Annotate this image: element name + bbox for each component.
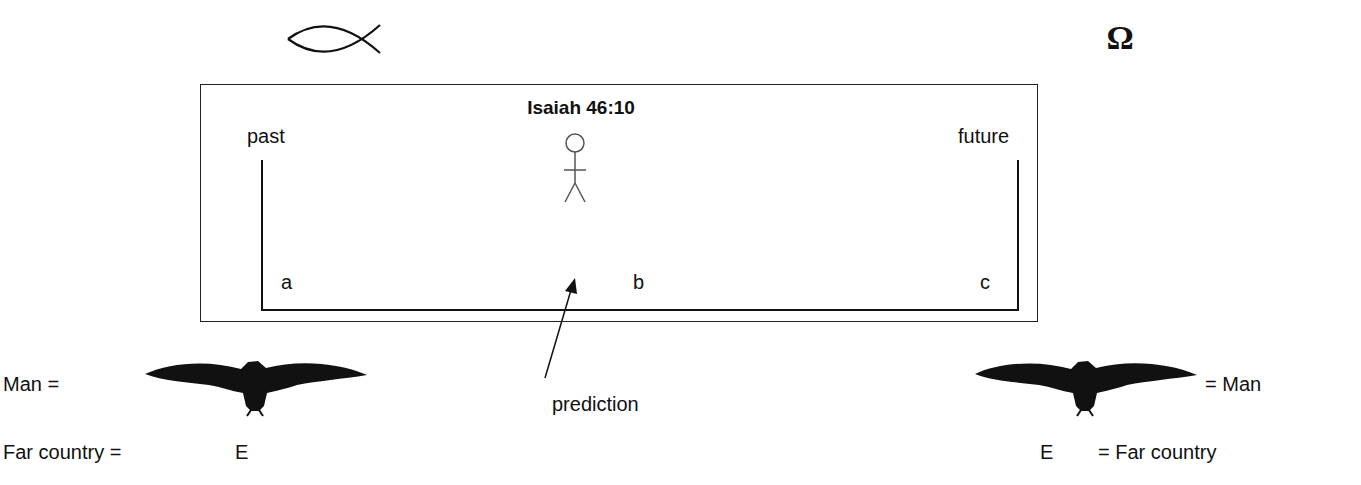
- legend-text: = Far country: [1098, 440, 1216, 464]
- time-label: past: [247, 124, 285, 148]
- stick-figure: [564, 134, 586, 202]
- letter-symbol: E: [235, 440, 248, 464]
- legend-text: Man =: [3, 372, 59, 396]
- bird-figure: [975, 361, 1197, 416]
- point-letter: a: [281, 270, 292, 294]
- box-title: Isaiah 46:10: [527, 97, 635, 119]
- bird-figure: [145, 361, 367, 416]
- arrow-label: prediction: [552, 392, 639, 416]
- point-letter: c: [980, 270, 990, 294]
- legend-text: = Man: [1205, 372, 1261, 396]
- omega-symbol: Ω: [1106, 18, 1133, 59]
- timeline-bracket: [262, 160, 1018, 310]
- time-label: future: [958, 124, 1009, 148]
- legend-text: Far country =: [3, 440, 121, 464]
- fish-symbol: [288, 25, 380, 53]
- frame-box: Isaiah 46:10: [200, 84, 1038, 322]
- point-letter: b: [633, 270, 644, 294]
- letter-symbol: E: [1040, 440, 1053, 464]
- prediction-arrow: [545, 278, 577, 378]
